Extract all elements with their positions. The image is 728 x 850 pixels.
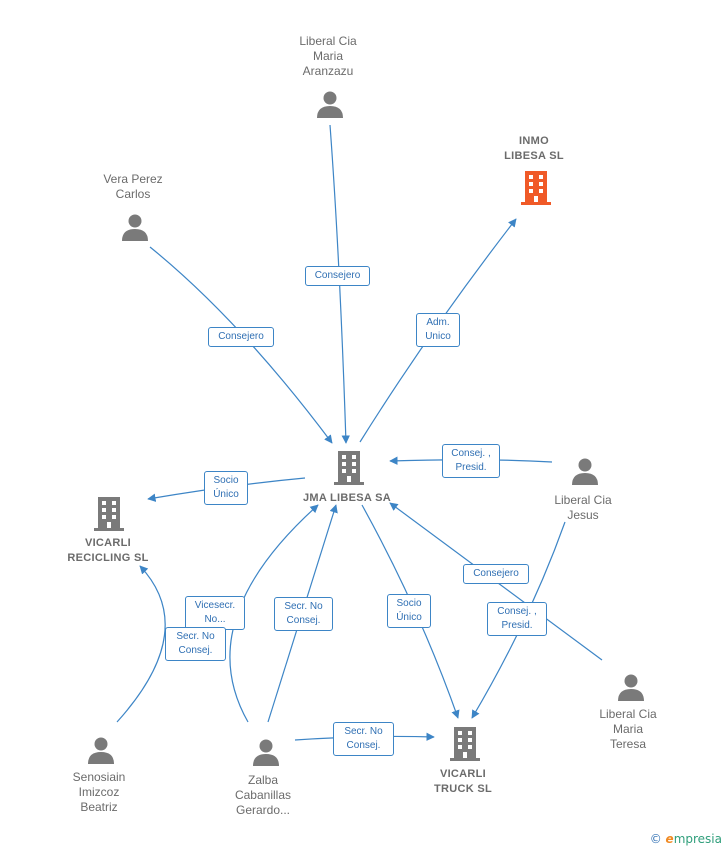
node-label: Liberal Cia Maria Teresa	[599, 707, 657, 751]
node-vicarli-recicling[interactable]: VICARLI RECICLING SL	[48, 536, 168, 566]
person-icon	[572, 458, 598, 485]
edge-label-secr-no-consej[interactable]: Secr. No Consej.	[274, 597, 333, 631]
node-vera-perez[interactable]: Vera Perez Carlos	[73, 172, 193, 202]
node-label: Liberal Cia Jesus	[554, 493, 612, 522]
node-zalba[interactable]: Zalba Cabanillas Gerardo...	[203, 773, 323, 818]
edge-senosiain-recicling	[116, 565, 166, 723]
edge-label-socio-unico[interactable]: Socio Único	[204, 471, 248, 505]
node-inmo-libesa[interactable]: INMO LIBESA SL	[474, 134, 594, 164]
node-label: INMO LIBESA SL	[504, 135, 564, 162]
edge-label-consej-presid[interactable]: Consej. , Presid.	[487, 602, 547, 636]
edge-label-consejero[interactable]: Consejero	[305, 266, 370, 286]
brand-logo[interactable]: © empresia	[650, 832, 722, 846]
node-liberal-teresa[interactable]: Liberal Cia Maria Teresa	[568, 707, 688, 752]
person-icon	[253, 739, 279, 766]
node-liberal-jesus[interactable]: Liberal Cia Jesus	[523, 493, 643, 523]
edge-label-consej-presid[interactable]: Consej. , Presid.	[442, 444, 500, 478]
edge-label-secr-no-consej[interactable]: Secr. No Consej.	[333, 722, 394, 756]
node-label: VICARLI TRUCK SL	[433, 768, 492, 795]
edge-label-consejero[interactable]: Consejero	[208, 327, 274, 347]
node-senosiain[interactable]: Senosiain Imizcoz Beatriz	[39, 770, 159, 815]
building-icon	[94, 497, 124, 531]
brand-name: mpresia	[673, 832, 722, 846]
node-liberal-aranzazu[interactable]: Liberal Cia Maria Aranzazu	[268, 34, 388, 79]
node-label: Zalba Cabanillas Gerardo...	[234, 773, 292, 817]
node-label: VICARLI RECICLING SL	[67, 537, 149, 564]
person-icon	[618, 674, 644, 701]
node-label: Liberal Cia Maria Aranzazu	[299, 34, 357, 78]
edge-label-adm-unico[interactable]: Adm. Unico	[416, 313, 460, 347]
node-label: Vera Perez Carlos	[103, 172, 163, 201]
copyright-symbol: ©	[649, 832, 662, 846]
node-vicarli-truck[interactable]: VICARLI TRUCK SL	[403, 767, 523, 797]
building-icon	[450, 727, 480, 761]
building-icon	[521, 171, 551, 205]
building-icon	[334, 451, 364, 485]
edge-label-socio-unico[interactable]: Socio Único	[387, 594, 431, 628]
edge-label-secr-no-consej[interactable]: Secr. No Consej.	[165, 627, 226, 661]
node-label: JMA LIBESA SA	[302, 492, 392, 504]
person-icon	[88, 737, 114, 764]
brand-initial: e	[665, 832, 674, 846]
person-icon	[317, 91, 343, 118]
person-icon	[122, 214, 148, 241]
node-label: Senosiain Imizcoz Beatriz	[72, 770, 126, 814]
node-jma-libesa[interactable]: JMA LIBESA SA	[287, 491, 407, 506]
edge-label-consejero[interactable]: Consejero	[463, 564, 529, 584]
edge-label-vicesecr[interactable]: Vicesecr. No...	[185, 596, 245, 630]
